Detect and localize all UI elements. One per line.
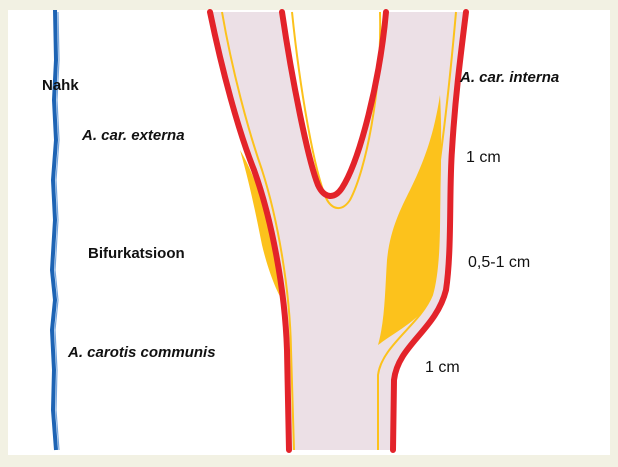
common-carotid-label: A. carotis communis xyxy=(68,345,216,360)
external-carotid-label: A. car. externa xyxy=(82,128,185,143)
skin-line xyxy=(52,10,59,450)
depth-bifurcation-label: 0,5-1 cm xyxy=(468,255,530,271)
bifurcation-label: Bifurkatsioon xyxy=(88,246,185,261)
skin-label: Nahk xyxy=(42,78,79,93)
internal-carotid-label: A. car. interna xyxy=(460,70,559,85)
depth-internal-label: 1 cm xyxy=(466,150,501,166)
depth-common-label: 1 cm xyxy=(425,360,460,376)
